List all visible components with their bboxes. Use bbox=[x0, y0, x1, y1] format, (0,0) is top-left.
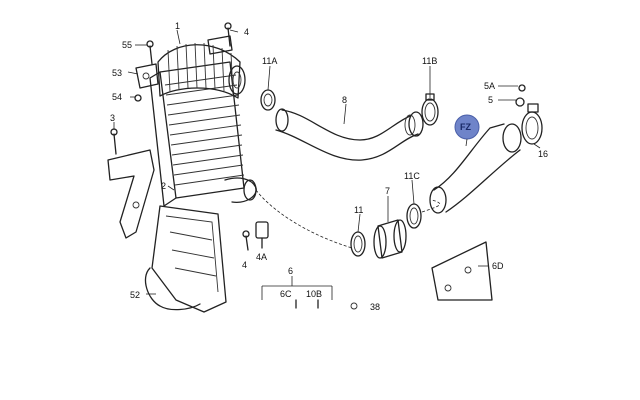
label-2: 2 bbox=[161, 181, 166, 191]
label-5: 5 bbox=[488, 95, 493, 105]
label-5A: 5A bbox=[484, 81, 495, 91]
lower-assembly-6 bbox=[261, 285, 358, 310]
hose-7 bbox=[373, 219, 407, 259]
bracket-3 bbox=[107, 128, 155, 239]
label-11C: 11C bbox=[404, 171, 420, 181]
clamp-16 bbox=[521, 103, 543, 145]
label-8: 8 bbox=[342, 95, 347, 105]
label-6D: 6D bbox=[492, 261, 504, 271]
clamp-11B bbox=[421, 93, 439, 126]
label-11A: 11A bbox=[262, 56, 277, 66]
bolt-4-top bbox=[224, 22, 232, 47]
label-FZ: FZ bbox=[460, 122, 471, 132]
sensor-4A bbox=[255, 221, 269, 249]
label-1: 1 bbox=[175, 21, 180, 31]
intercooler bbox=[149, 35, 257, 207]
charge-air-pipe-8 bbox=[275, 108, 424, 161]
panel-6D bbox=[431, 241, 493, 301]
label-38: 38 bbox=[370, 302, 380, 312]
label-7: 7 bbox=[385, 186, 390, 196]
bolt-5 bbox=[515, 84, 526, 107]
label-55: 55 bbox=[122, 40, 132, 50]
routing-lines bbox=[255, 189, 441, 249]
clamp-11 bbox=[350, 231, 366, 257]
clamp-11A bbox=[260, 89, 276, 111]
label-4-top: 4 bbox=[244, 27, 249, 37]
air-guide-52 bbox=[144, 205, 227, 313]
label-6: 6 bbox=[288, 266, 293, 276]
label-53: 53 bbox=[112, 68, 122, 78]
nut-54 bbox=[134, 94, 142, 102]
hose-FZ bbox=[429, 123, 522, 214]
label-4A: 4A bbox=[256, 252, 267, 262]
bracket-53 bbox=[135, 63, 159, 89]
label-6C: 6C bbox=[280, 289, 292, 299]
part-labels: 1 4 55 53 54 3 2 11A 8 11B 5A 5 16 11C 7… bbox=[110, 21, 548, 312]
label-52: 52 bbox=[130, 290, 140, 300]
label-10B: 10B bbox=[306, 289, 322, 299]
label-11: 11 bbox=[354, 205, 363, 215]
leader-lines bbox=[113, 29, 541, 295]
label-4-lower: 4 bbox=[242, 260, 247, 270]
bolt-55 bbox=[146, 40, 154, 65]
highlight-callout-FZ[interactable]: FZ bbox=[454, 114, 480, 147]
label-16: 16 bbox=[538, 149, 548, 159]
bolt-4-lower bbox=[242, 230, 250, 251]
label-11B: 11B bbox=[422, 56, 437, 66]
label-3: 3 bbox=[110, 113, 115, 123]
clamp-11C bbox=[406, 203, 422, 229]
label-54: 54 bbox=[112, 92, 122, 102]
